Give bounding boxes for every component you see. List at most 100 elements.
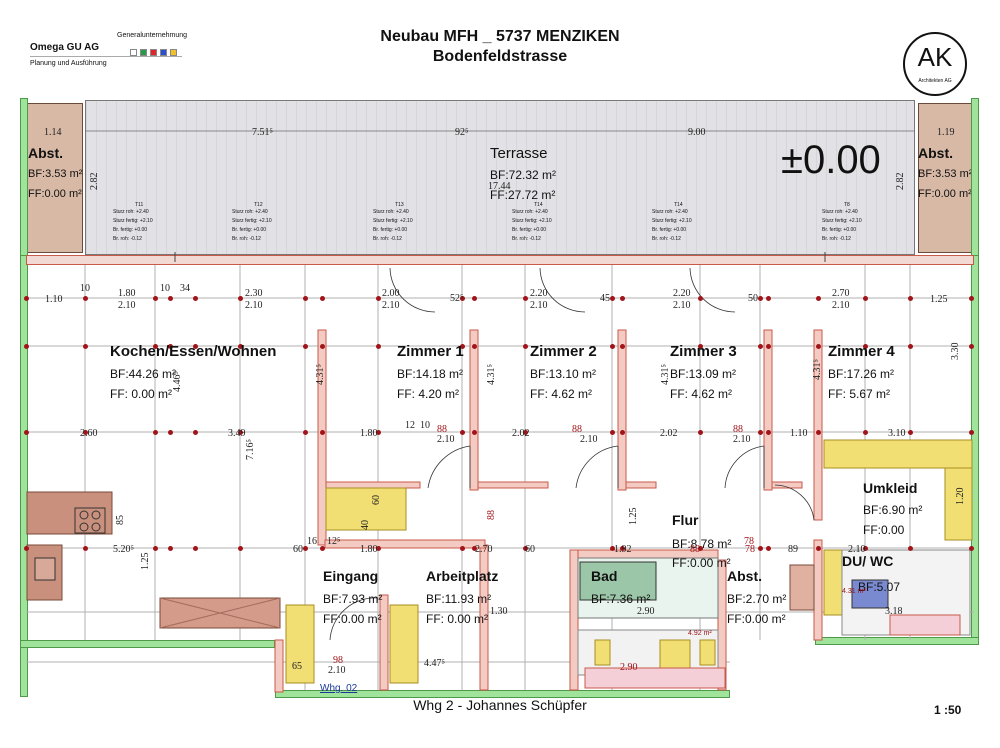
dimension-node	[698, 344, 703, 349]
zimmer4-ff: FF: 5.67 m²	[828, 387, 891, 401]
dimension-label: 1.20	[955, 487, 966, 506]
dimension-node	[83, 430, 88, 435]
lintel-row: Sturz roh: +2.40	[822, 209, 858, 215]
abst-flur-bf: BF:2.70 m²	[727, 592, 787, 606]
dimension-node	[523, 546, 528, 551]
umkleid-bf: BF:6.90 m²	[863, 503, 923, 517]
dimension-node	[610, 344, 615, 349]
dimension-node	[168, 344, 173, 349]
dimension-node	[816, 430, 821, 435]
dimension-node	[969, 430, 974, 435]
umkleid-name: Umkleid	[863, 480, 918, 496]
dimension-node	[758, 344, 763, 349]
abst-right-bf: BF:3.53 m²	[918, 168, 973, 180]
lintel-row: Br. roh: -0.12	[373, 236, 402, 242]
dimension-node	[620, 430, 625, 435]
dimension-node	[969, 296, 974, 301]
kochen-bf: BF:44.26 m²	[110, 367, 177, 381]
dimension-node	[766, 344, 771, 349]
unit-tag: Whg. 02	[320, 683, 358, 694]
dimension-label: 2.10	[832, 300, 850, 311]
zimmer2-ff: FF: 4.62 m²	[530, 387, 593, 401]
dimension-node	[766, 296, 771, 301]
dimension-node	[303, 296, 308, 301]
dimension-label: 50	[748, 293, 758, 304]
dimension-node	[320, 296, 325, 301]
dimension-label: 60	[293, 544, 303, 555]
lintel-row: Br. roh: -0.12	[512, 236, 541, 242]
dimension-label: 4.31⁵	[660, 364, 671, 385]
lintel-row: Sturz roh: +2.40	[232, 209, 268, 215]
dimension-label: 17.44	[488, 181, 511, 192]
flur-name: Flur	[672, 512, 699, 528]
dimension-node	[24, 296, 29, 301]
dimension-node	[766, 430, 771, 435]
dimension-label: 2.10	[848, 544, 866, 555]
dimension-node	[523, 344, 528, 349]
dimension-label: 7.16⁵	[245, 439, 256, 460]
dimension-node	[816, 296, 821, 301]
dimension-label: 88	[437, 424, 447, 435]
abst-left-room	[25, 103, 83, 253]
terrace-hatch	[86, 101, 914, 254]
dimension-label: 2.90	[637, 606, 655, 617]
company-divider	[30, 56, 182, 57]
dimension-label: 16	[307, 536, 317, 547]
dimension-node	[523, 296, 528, 301]
lintel-row: Sturz fertig: +2.10	[373, 218, 413, 224]
dimension-label: 60	[525, 544, 535, 555]
dimension-node	[523, 430, 528, 435]
dimension-node	[83, 546, 88, 551]
dimension-node	[620, 296, 625, 301]
project-title: Neubau MFH _ 5737 MENZIKEN	[380, 28, 620, 45]
dimension-node	[969, 546, 974, 551]
dimension-node	[320, 344, 325, 349]
lintel-row: Br. fertig: +0.00	[113, 227, 148, 233]
zimmer2-name: Zimmer 2	[530, 343, 597, 360]
dimension-node	[193, 430, 198, 435]
lintel-row: Br. roh: -0.12	[652, 236, 681, 242]
dimension-node	[698, 296, 703, 301]
lintel-row: Sturz fertig: +2.10	[113, 218, 153, 224]
dimension-label: 9.00	[688, 127, 706, 138]
architect-logo: AK Architekten AG	[903, 32, 967, 96]
zimmer2-bf: BF:13.10 m²	[530, 367, 597, 381]
dimension-label: 2.10	[673, 300, 691, 311]
project-address: Bodenfeldstrasse	[432, 48, 568, 65]
terrace-area	[85, 100, 915, 255]
dimension-node	[908, 344, 913, 349]
dimension-node	[460, 344, 465, 349]
color-swatch	[160, 49, 167, 56]
dimension-node	[303, 430, 308, 435]
lintel-row: Br. roh: -0.12	[822, 236, 851, 242]
dimension-label: 2.70	[475, 544, 493, 555]
lintel-row: Sturz roh: +2.40	[113, 209, 149, 215]
abst-left-ff: FF:0.00 m²	[28, 188, 82, 200]
dimension-node	[24, 344, 29, 349]
exterior-wall-west	[20, 255, 28, 697]
dimension-label: 34	[180, 283, 190, 294]
dimension-label: 88	[486, 510, 497, 520]
dimension-node	[24, 546, 29, 551]
zimmer1-name: Zimmer 1	[397, 343, 464, 360]
dimension-label: 7.51⁵	[252, 127, 273, 138]
dimension-label: 10	[80, 283, 90, 294]
dimension-node	[698, 430, 703, 435]
dimension-label: 60	[371, 495, 382, 505]
dimension-label: 2.10	[733, 434, 751, 445]
dimension-label: 2.70	[832, 288, 850, 299]
color-swatch	[170, 49, 177, 56]
lintel-label: T8	[844, 202, 850, 208]
dimension-label: 2.20	[673, 288, 691, 299]
dimension-label: 12⁵	[327, 536, 341, 547]
dimension-label: 1.19	[937, 127, 955, 138]
lintel-row: Sturz fertig: +2.10	[512, 218, 552, 224]
dimension-node	[320, 546, 325, 551]
lintel-row: Sturz roh: +2.40	[512, 209, 548, 215]
lintel-row: Br. fertig: +0.00	[373, 227, 408, 233]
zimmer3-name: Zimmer 3	[670, 343, 737, 360]
dimension-label: 4.47⁵	[424, 658, 445, 669]
dimension-label: 3.49	[228, 428, 246, 439]
kochen-name: Kochen/Essen/Wohnen	[110, 343, 277, 360]
